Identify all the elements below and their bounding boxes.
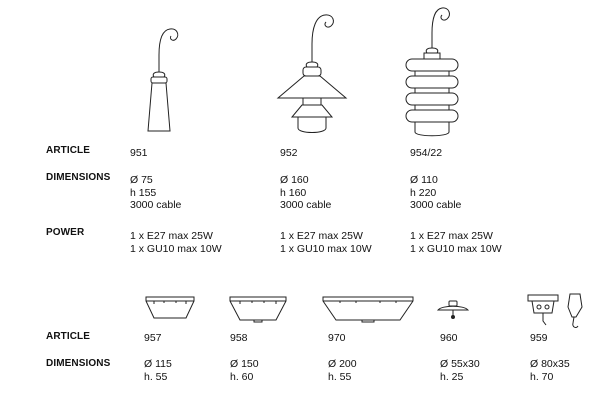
dim-line: 3000 cable (130, 199, 182, 211)
dim-line: Ø 115 (144, 358, 172, 370)
dim-line: Ø 150 (230, 358, 259, 370)
power-954-22: 1 x E27 max 25W 1 x GU10 max 10W (410, 230, 502, 255)
canopy-959-illustration (527, 293, 583, 328)
dimensions-959: Ø 80x35 h. 70 (530, 358, 570, 383)
dim-line: h 220 (410, 186, 437, 199)
article-959: 959 (530, 332, 548, 344)
dimensions-960: Ø 55x30 h. 25 (440, 358, 480, 383)
power-952: 1 x E27 max 25W 1 x GU10 max 10W (280, 230, 372, 255)
dimensions-954-22: Ø 110 h 220 3000 cable (410, 174, 461, 212)
dimensions-label-bottom: DIMENSIONS (46, 358, 111, 369)
dim-line: Ø 55x30 (440, 358, 480, 370)
canopy-957-illustration (145, 296, 195, 319)
dim-line: Ø 110 (410, 174, 438, 186)
lamp-951-illustration (147, 28, 179, 132)
canopy-970-illustration (322, 296, 414, 323)
article-954-22: 954/22 (410, 147, 443, 159)
power-line: 1 x E27 max 25W (130, 230, 213, 242)
article-958: 958 (230, 332, 248, 344)
dim-line: h. 70 (530, 370, 554, 383)
power-line: 1 x GU10 max 10W (280, 242, 372, 255)
power-line: 1 x E27 max 25W (410, 230, 493, 242)
article-label-bottom: ARTICLE (46, 331, 91, 342)
dim-line: h 155 (130, 186, 157, 199)
dim-line: Ø 80x35 (530, 358, 570, 370)
article-970: 970 (328, 332, 346, 344)
dimensions-952: Ø 160 h 160 3000 cable (280, 174, 331, 212)
dim-line: Ø 75 (130, 174, 153, 186)
canopy-960-illustration (436, 300, 470, 319)
article-960: 960 (440, 332, 458, 344)
dim-line: Ø 160 (280, 174, 309, 186)
dimensions-958: Ø 150 h. 60 (230, 358, 259, 383)
dim-line: h 160 (280, 186, 307, 199)
power-label-top: POWER (46, 227, 85, 238)
dim-line: h. 55 (328, 370, 352, 383)
dimensions-970: Ø 200 h. 55 (328, 358, 357, 383)
article-952: 952 (280, 147, 298, 159)
dim-line: 3000 cable (280, 199, 332, 211)
article-951: 951 (130, 147, 148, 159)
power-line: 1 x GU10 max 10W (130, 242, 222, 255)
canopy-958-illustration (229, 296, 287, 323)
dim-line: h. 25 (440, 370, 464, 383)
lamp-952-illustration (276, 14, 348, 133)
article-label-top: ARTICLE (46, 145, 91, 156)
dim-line: h. 55 (144, 370, 168, 383)
article-957: 957 (144, 332, 162, 344)
dim-line: Ø 200 (328, 358, 357, 370)
dim-line: 3000 cable (410, 199, 462, 211)
dimensions-951: Ø 75 h 155 3000 cable (130, 174, 181, 212)
dimensions-957: Ø 115 h. 55 (144, 358, 172, 383)
dim-line: h. 60 (230, 370, 254, 383)
dimensions-label-top: DIMENSIONS (46, 172, 111, 183)
power-line: 1 x GU10 max 10W (410, 242, 502, 255)
power-951: 1 x E27 max 25W 1 x GU10 max 10W (130, 230, 222, 255)
lamp-954-illustration (405, 7, 459, 137)
power-line: 1 x E27 max 25W (280, 230, 363, 242)
